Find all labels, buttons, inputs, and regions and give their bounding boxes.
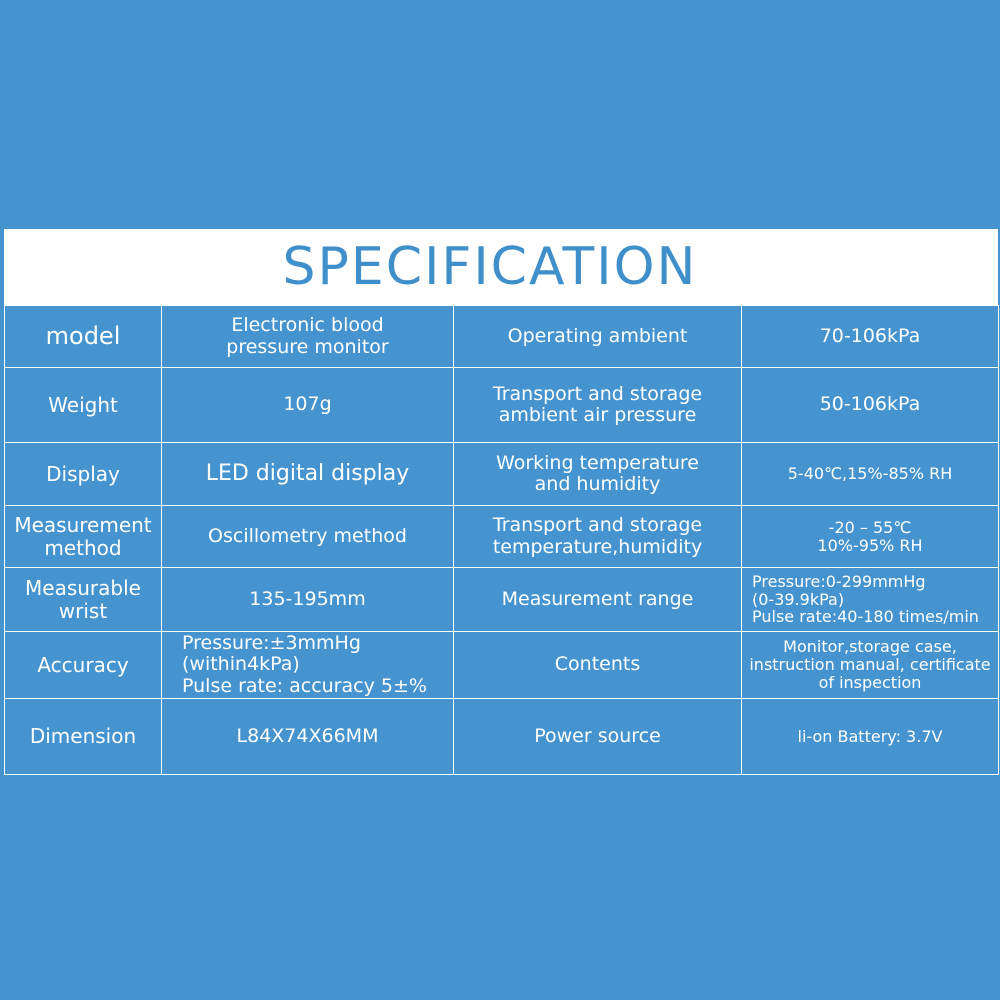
spec-label: Measurable wrist xyxy=(4,567,162,632)
table-row: Dimension L84X74X66MM Power source li-on… xyxy=(4,698,999,775)
page-title: SPECIFICATION xyxy=(282,237,698,297)
specification-header: SPECIFICATION xyxy=(4,229,998,305)
table-row: Measurement method Oscillometry method T… xyxy=(4,505,999,568)
spec-label: Display xyxy=(4,442,162,506)
spec-value: li-on Battery: 3.7V xyxy=(741,698,999,775)
spec-label: Measurement range xyxy=(453,567,742,632)
spec-value: L84X74X66MM xyxy=(161,698,454,775)
spec-value: -20 – 55℃ 10%-95% RH xyxy=(741,505,999,568)
spec-label: Power source xyxy=(453,698,742,775)
spec-value: Pressure:0-299mmHg (0-39.9kPa) Pulse rat… xyxy=(741,567,999,632)
spec-value: Pressure:±3mmHg (within4kPa) Pulse rate:… xyxy=(161,631,454,699)
spec-label: Contents xyxy=(453,631,742,699)
spec-value: 5-40℃,15%-85% RH xyxy=(741,442,999,506)
spec-value: Monitor,storage case, instruction manual… xyxy=(741,631,999,699)
table-row: Weight 107g Transport and storage ambien… xyxy=(4,367,999,443)
spec-label: Measurement method xyxy=(4,505,162,568)
spec-label: Working temperature and humidity xyxy=(453,442,742,506)
spec-value: LED digital display xyxy=(161,442,454,506)
spec-label: Accuracy xyxy=(4,631,162,699)
spec-label: model xyxy=(4,305,162,368)
table-row: Measurable wrist 135-195mm Measurement r… xyxy=(4,567,999,632)
spec-label: Weight xyxy=(4,367,162,443)
spec-label: Transport and storage temperature,humidi… xyxy=(453,505,742,568)
spec-label: Dimension xyxy=(4,698,162,775)
spec-label: Operating ambient xyxy=(453,305,742,368)
specification-table: model Electronic blood pressure monitor … xyxy=(4,305,999,775)
spec-value: 70-106kPa xyxy=(741,305,999,368)
spec-value: Electronic blood pressure monitor xyxy=(161,305,454,368)
spec-value: 135-195mm xyxy=(161,567,454,632)
spec-value: 107g xyxy=(161,367,454,443)
table-row: Display LED digital display Working temp… xyxy=(4,442,999,506)
spec-value: 50-106kPa xyxy=(741,367,999,443)
table-row: model Electronic blood pressure monitor … xyxy=(4,305,999,368)
table-row: Accuracy Pressure:±3mmHg (within4kPa) Pu… xyxy=(4,631,999,699)
specification-card: SPECIFICATION model Electronic blood pre… xyxy=(4,229,999,775)
spec-label: Transport and storage ambient air pressu… xyxy=(453,367,742,443)
spec-value: Oscillometry method xyxy=(161,505,454,568)
